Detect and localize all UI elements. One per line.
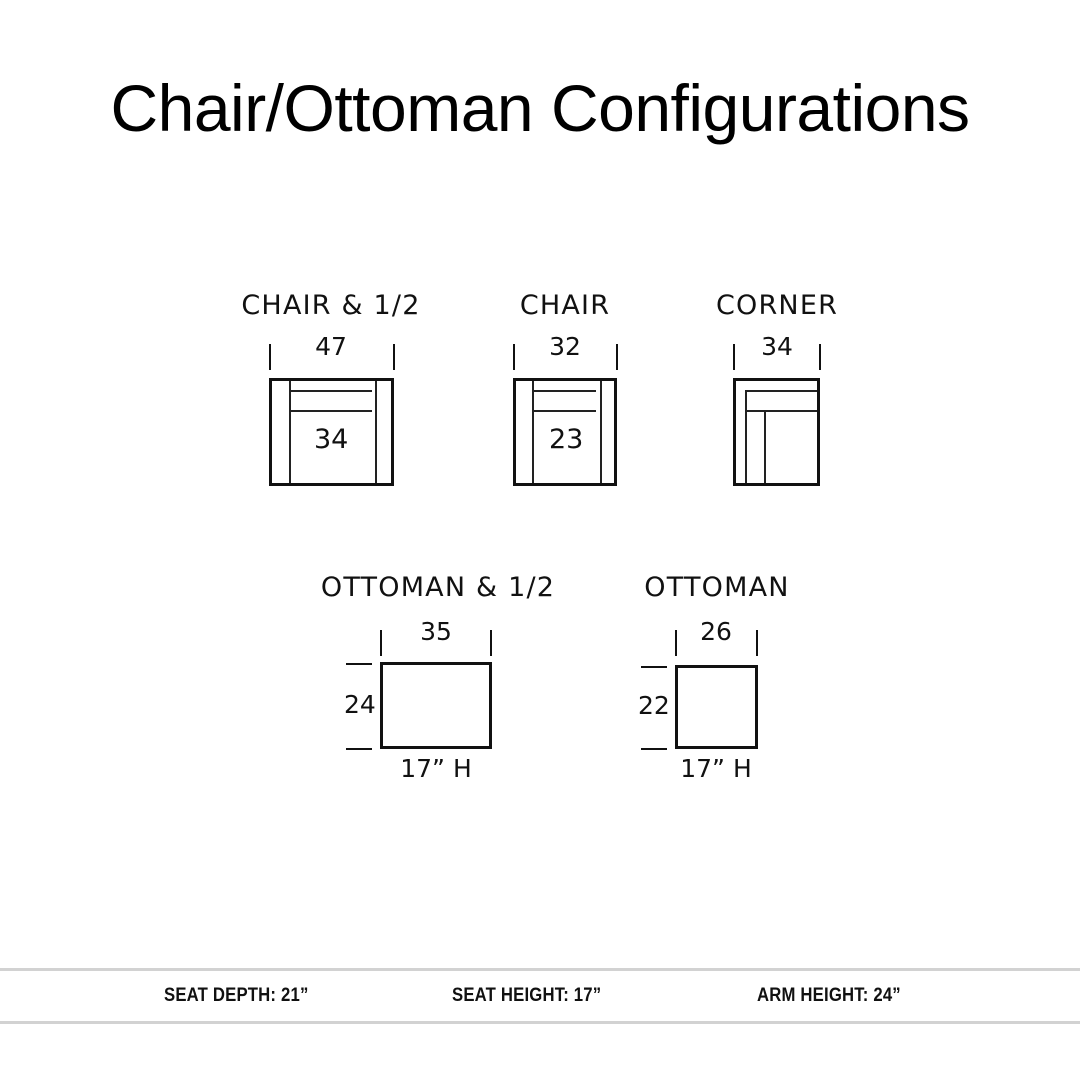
dimension-depth-chair-and-half: 34 [314,424,349,455]
arm-right [375,381,377,483]
arm-left [532,381,534,483]
dimension-height-ottoman-and-half: 17” H [400,754,472,783]
dimension-width-corner: 34 [761,332,793,361]
dimension-depth-ottoman-and-half: 24 [344,690,376,719]
spec-seat-height: SEAT HEIGHT: 17” [452,985,602,1006]
plan-view-ottoman [675,665,758,749]
plan-view-ottoman-and-half [380,662,492,749]
dimension-tick-right [756,630,758,656]
plan-view-chair: 23 [513,378,617,486]
page-title: Chair/Ottoman Configurations [110,71,970,145]
dimension-width-ottoman: 26 [700,617,732,646]
dimension-tick-bottom [346,748,372,750]
corner-back-top-outer [745,390,817,392]
dimension-tick-left [733,344,735,370]
diagram-corner: CORNER 34 [715,290,845,490]
dimension-tick-right [819,344,821,370]
dimension-tick-top [641,666,667,668]
dimension-tick-right [393,344,395,370]
dimension-depth-chair: 23 [549,424,584,455]
dimension-tick-left [269,344,271,370]
diagram-label-corner: CORNER [715,290,839,321]
back-band-outer [532,390,596,392]
corner-back-top-inner [745,410,817,412]
corner-back-left-outer [745,390,747,483]
back-band-inner [289,410,372,412]
dimension-tick-top [346,663,372,665]
diagram-label-ottoman-and-half: OTTOMAN & 1/2 [320,572,556,603]
dimension-tick-right [490,630,492,656]
spec-arm-height: ARM HEIGHT: 24” [757,985,901,1006]
arm-left [289,381,291,483]
plan-view-corner [733,378,820,486]
plan-view-chair-and-half: 34 [269,378,394,486]
back-band-outer [289,390,372,392]
dimension-height-ottoman: 17” H [680,754,752,783]
diagram-label-ottoman: OTTOMAN [644,572,790,603]
spec-seat-depth: SEAT DEPTH: 21” [164,985,309,1006]
dimension-tick-right [616,344,618,370]
dimension-depth-ottoman: 22 [638,691,670,720]
arm-right [600,381,602,483]
dimension-width-chair: 32 [549,332,581,361]
diagram-label-chair-and-half: CHAIR & 1/2 [241,290,421,321]
dimension-tick-left [675,630,677,656]
dimension-tick-left [513,344,515,370]
corner-back-left-inner [764,410,766,483]
dimension-width-chair-and-half: 47 [315,332,347,361]
diagram-chair: CHAIR 32 23 [505,290,635,490]
diagram-chair-and-half: CHAIR & 1/2 47 34 [239,290,429,490]
diagram-ottoman-and-half: OTTOMAN & 1/2 35 24 17” H [318,572,563,783]
back-band-inner [532,410,596,412]
diagram-label-chair: CHAIR [519,290,611,321]
dimension-tick-left [380,630,382,656]
dimension-tick-bottom [641,748,667,750]
spec-footer: SEAT DEPTH: 21” SEAT HEIGHT: 17” ARM HEI… [0,968,1080,1024]
dimension-width-ottoman-and-half: 35 [420,617,452,646]
diagram-ottoman: OTTOMAN 26 22 17” H [622,572,822,783]
